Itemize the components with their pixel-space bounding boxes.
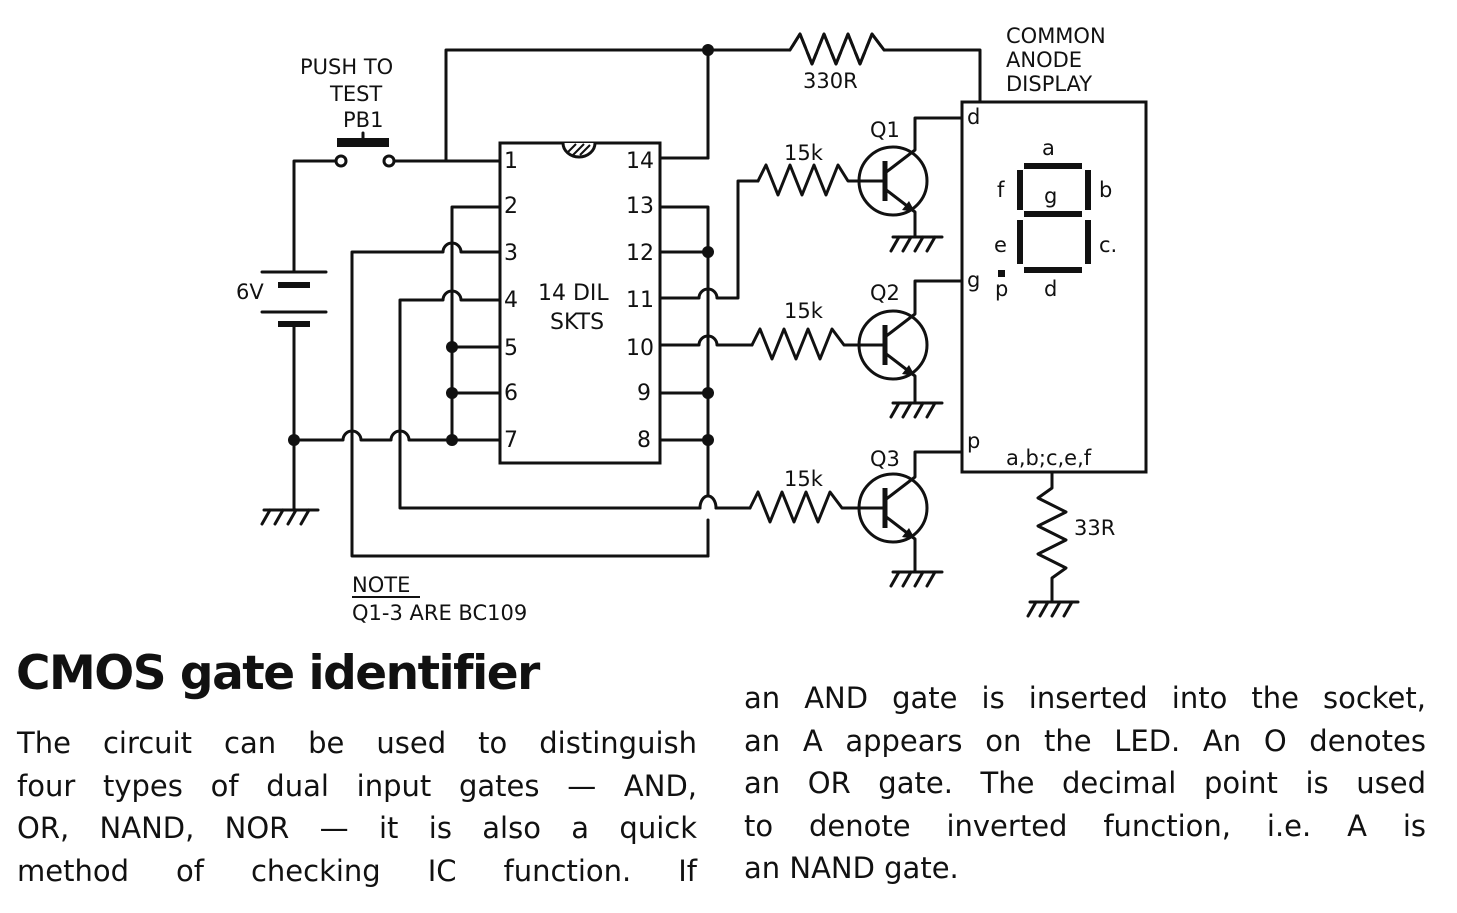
resistor-33r: 33R: [1036, 470, 1115, 602]
ground-33r: [1026, 600, 1080, 618]
body-line: to denote inverted function, i.e. A is: [744, 808, 1426, 843]
ic-label-line-2: SKTS: [550, 310, 604, 335]
resistor-330r-label: 330R: [803, 69, 858, 93]
pin-5: 5: [504, 336, 518, 361]
wire-right-bus: [658, 205, 710, 498]
common-anode-display: COMMON ANODE DISPLAY d g p a f b g e c. …: [960, 24, 1148, 474]
transistor-q3: Q3: [856, 447, 964, 574]
wire-pin10: [658, 334, 754, 347]
resistor-33r-label: 33R: [1074, 516, 1115, 540]
body-line: an OR gate. The decimal point is used: [744, 766, 1426, 800]
display-pin-d: d: [967, 105, 980, 129]
display-label-line-1: COMMON: [1006, 24, 1106, 48]
wire-pin3: [350, 241, 710, 558]
q3-label: Q3: [870, 447, 900, 471]
ground-q2: [889, 401, 944, 419]
article-body-right: an AND gate is inserted into the socket,…: [744, 677, 1426, 890]
pin-3: 3: [504, 241, 518, 266]
battery-6v: 6V: [236, 159, 338, 512]
body-line: OR, NAND, NOR — it is also a quick: [17, 811, 697, 845]
circuit-schematic: PUSH TO TEST PB1 6V 14 DIL SKTS 1 2 3: [236, 24, 1148, 625]
switch-label-line-2: TEST: [329, 82, 382, 106]
body-line: The circuit can be used to distinguish: [17, 726, 697, 760]
pin-9: 9: [637, 381, 651, 406]
switch-button: [337, 138, 389, 147]
switch-label-line-1: PUSH TO: [300, 55, 393, 79]
ic-body: [498, 141, 662, 465]
segment-label-d: d: [1044, 277, 1057, 301]
body-line: method of checking IC function. If: [17, 853, 697, 888]
resistor-base-q1: 15k: [756, 141, 860, 197]
wire-ground-bus: [292, 429, 454, 442]
segment-label-p: p: [995, 277, 1008, 301]
pin-13: 13: [626, 194, 654, 219]
ic-label-line-1: 14 DIL: [538, 281, 609, 306]
segment-label-e: e: [994, 233, 1007, 257]
push-switch-pb1: PUSH TO TEST PB1: [300, 55, 396, 168]
transistor-q2: Q2: [856, 279, 964, 405]
pin-11: 11: [626, 288, 654, 313]
segment-label-c: c.: [1099, 233, 1117, 257]
note-title: NOTE: [352, 573, 410, 597]
body-line: an AND gate is inserted into the socket,: [744, 681, 1426, 715]
note-text: Q1-3 ARE BC109: [352, 601, 527, 625]
resistor-q3-label: 15k: [784, 467, 824, 491]
display-label-line-2: ANODE: [1006, 48, 1082, 72]
pin-7: 7: [504, 428, 518, 453]
article-title: CMOS gate identifier: [16, 646, 540, 701]
switch-label-line-3: PB1: [343, 108, 383, 132]
pin-12: 12: [626, 241, 654, 266]
segment-dp: [998, 270, 1005, 277]
segment-label-g: g: [1044, 184, 1057, 208]
segment-label-a: a: [1042, 136, 1055, 160]
transistor-q1: Q1: [856, 116, 964, 239]
resistor-base-q2: 15k: [750, 299, 860, 361]
resistor-330r: 330R: [788, 32, 886, 93]
body-line: an NAND gate.: [744, 851, 959, 885]
display-common-pins: a,b;c,e,f: [1006, 446, 1092, 470]
pin-8: 8: [637, 428, 651, 453]
pin-10: 10: [626, 336, 654, 361]
article-body-left: The circuit can be used to distinguish f…: [17, 722, 697, 892]
wire-switch-to-battery: [292, 159, 338, 274]
ground-q3: [889, 570, 944, 588]
pin-4: 4: [504, 288, 518, 313]
battery-label: 6V: [236, 280, 264, 304]
ground-symbol-left: [260, 508, 320, 526]
ground-q1: [889, 235, 944, 253]
wire-pin11: [658, 179, 760, 300]
q2-label: Q2: [870, 281, 900, 305]
display-pin-p: p: [967, 429, 980, 453]
schematic-note: NOTE Q1-3 ARE BC109: [352, 573, 527, 625]
wire-pin4: [398, 289, 702, 510]
resistor-q2-label: 15k: [784, 299, 824, 323]
pin-6: 6: [504, 381, 518, 406]
pin-1: 1: [504, 149, 518, 174]
display-pin-g: g: [967, 268, 980, 292]
segment-label-b: b: [1099, 178, 1112, 202]
ic-socket-14-dil: 14 DIL SKTS 1 2 3 4 5 6 7 14 13 12 11 10…: [498, 141, 662, 465]
pin-2: 2: [504, 194, 518, 219]
segment-label-f: f: [997, 178, 1005, 202]
q1-label: Q1: [870, 118, 900, 142]
pin-14: 14: [626, 149, 654, 174]
left-side-wiring: [288, 44, 982, 558]
wire-pin2-bus: [450, 205, 502, 442]
body-line: an A appears on the LED. An O denotes: [744, 723, 1426, 758]
junction-dot: [702, 44, 714, 56]
resistor-base-q3: 15k: [748, 467, 860, 524]
right-side-wiring: [658, 179, 760, 558]
body-line: four types of dual input gates — AND,: [17, 768, 697, 803]
resistor-q1-label: 15k: [784, 141, 824, 165]
display-label-line-3: DISPLAY: [1006, 72, 1092, 96]
